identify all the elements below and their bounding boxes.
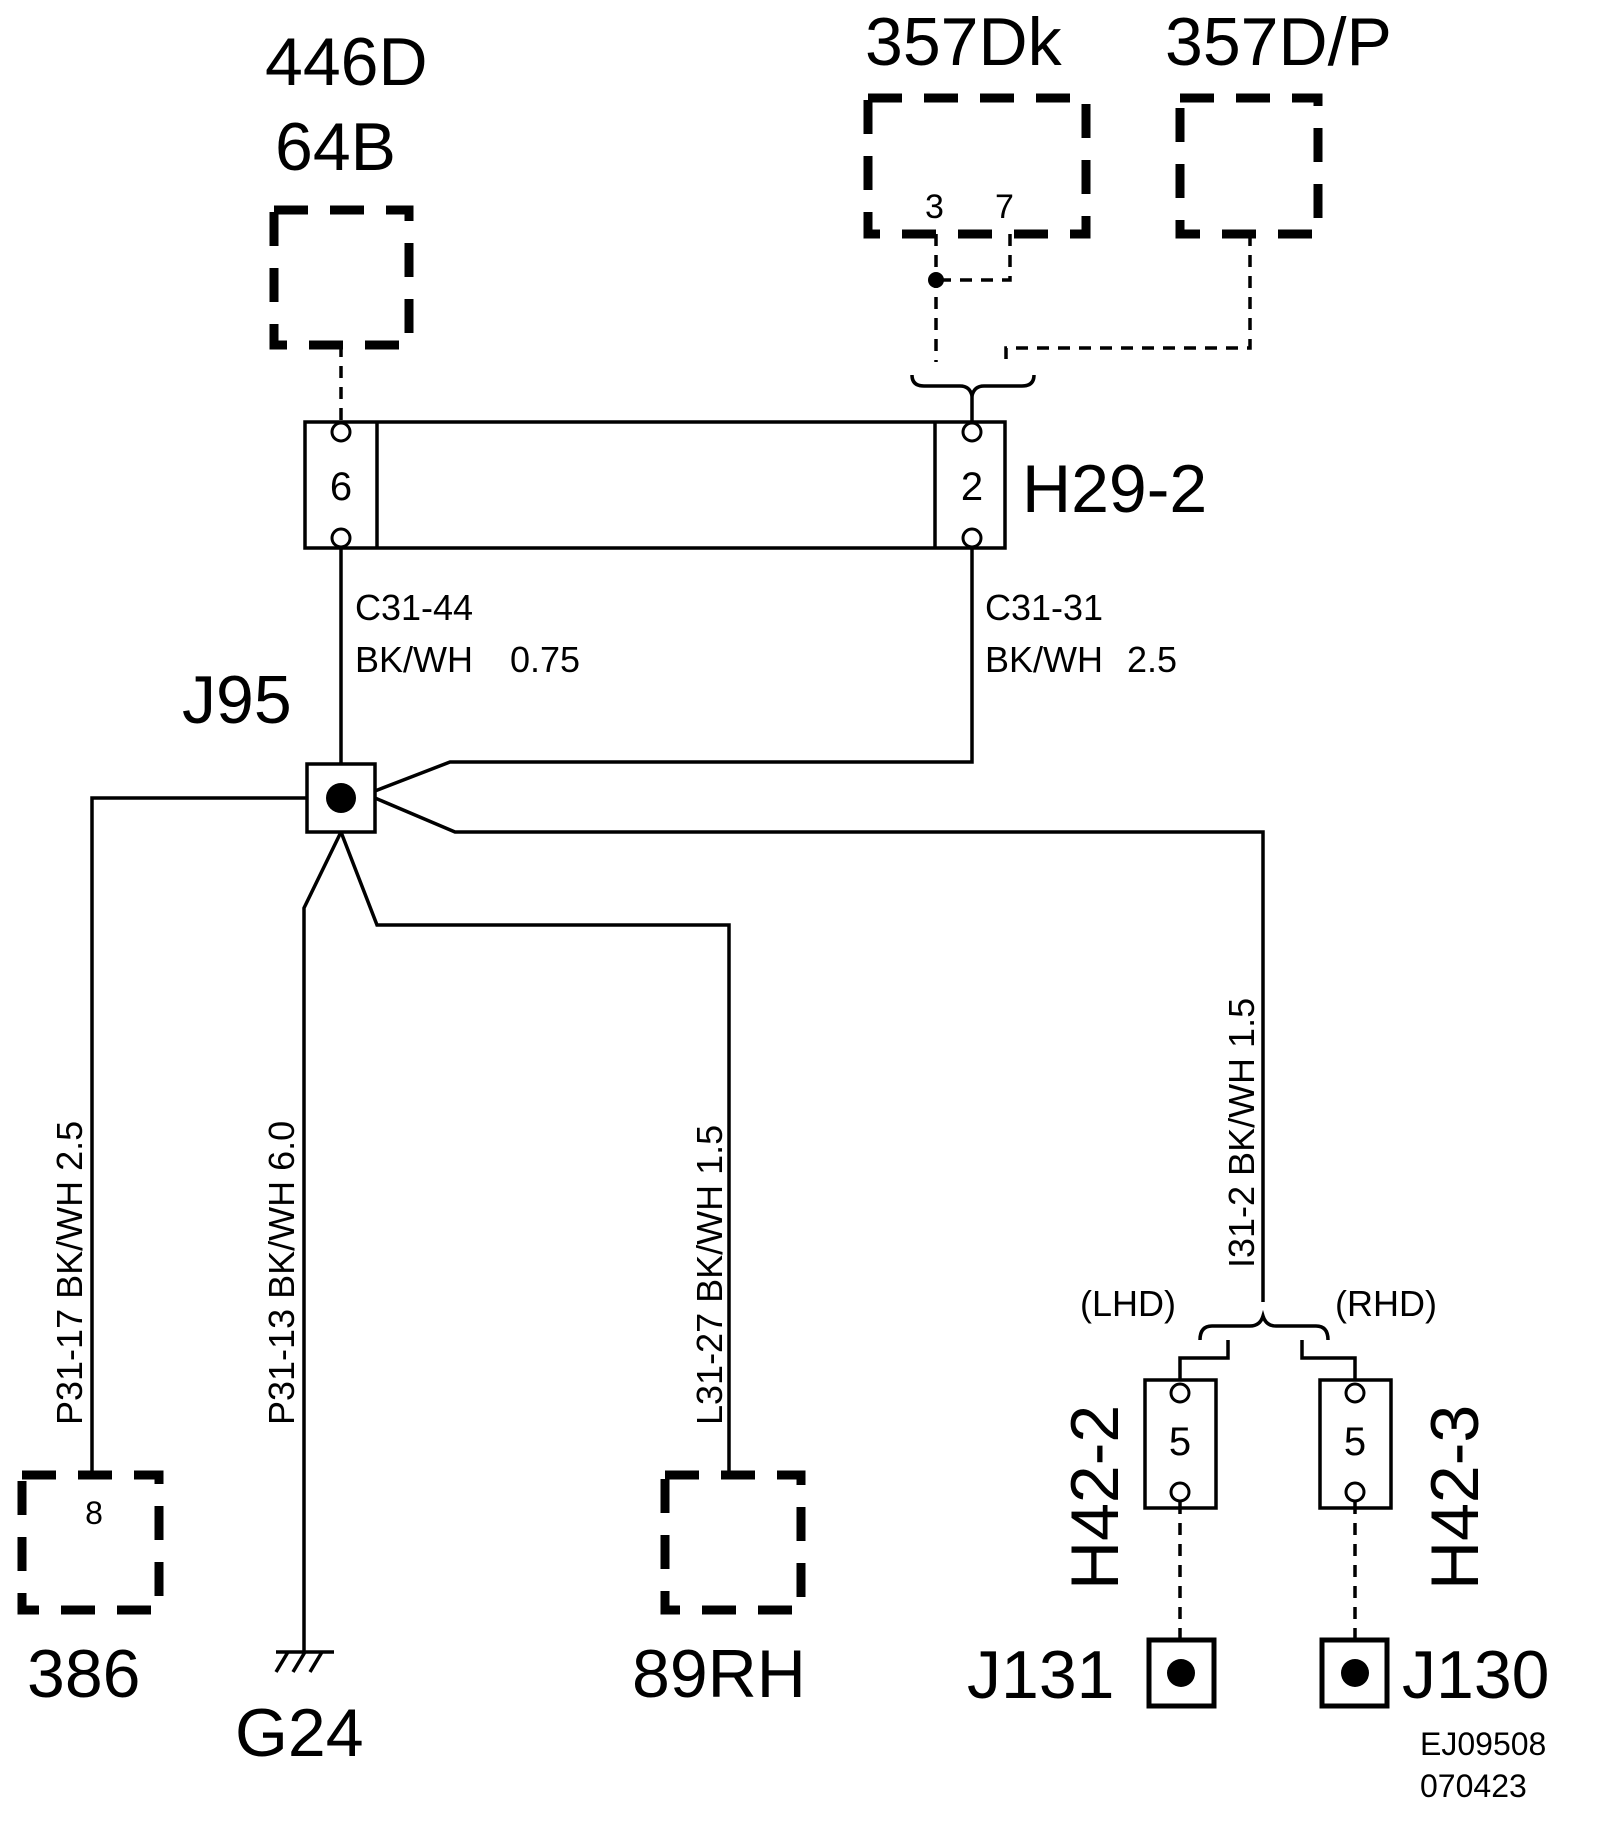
component-89rh-box [660,1470,806,1615]
wire-357dk-pin7 [936,234,1012,282]
joint-j95-dot [326,783,356,813]
connector-h42-2-pin-5: 5 [1169,1420,1191,1464]
component-446d-box [269,205,414,350]
component-357dp-box [1175,93,1323,239]
component-357dp-label: 357D/P [1165,4,1392,80]
option-brace-lhd-rhd [1198,1309,1330,1341]
connector-h42-3-pin-5: 5 [1344,1420,1366,1464]
joint-j130-dot [1341,1659,1369,1687]
connector-h42-3-pin-bottom [1344,1481,1366,1503]
option-lhd-label: (LHD) [1080,1283,1176,1324]
component-89rh: 89RH [632,1470,806,1712]
wire-c31-31-spec: BK/WH [985,639,1103,680]
wire-p31-13 [302,831,343,1652]
component-357dk-pin-7: 7 [995,188,1014,226]
connector-h29-2-pin-2: 2 [961,465,983,509]
wire-p31-17-label: P31-17 BK/WH 2.5 [49,1121,90,1425]
joint-j131: J131 [967,1637,1217,1713]
joint-j131-label: J131 [967,1637,1114,1713]
ground-g24-label: G24 [235,1695,364,1771]
component-357dk-label: 357Dk [865,4,1063,80]
connector-h29-2-pin2-top [961,421,983,443]
connector-h42-2: 5 H42-2 [1057,1378,1218,1590]
wire-c31-44-size: 0.75 [510,639,580,680]
connector-h42-3-label: H42-3 [1417,1405,1493,1590]
diagram-reference-date: 070423 [1420,1768,1527,1804]
wire-c31-31-size: 2.5 [1127,639,1177,680]
joint-j95-label: J95 [182,662,292,738]
wire-i31-2-label: I31-2 BK/WH 1.5 [1221,998,1262,1268]
wire-lhd-branch [1178,1340,1230,1386]
connector-h29-2: 6 2 H29-2 [303,420,1207,550]
joint-j131-dot [1167,1659,1195,1687]
wire-p31-13-label: P31-13 BK/WH 6.0 [261,1121,302,1425]
option-rhd-label: (RHD) [1335,1283,1437,1324]
connector-h29-2-label: H29-2 [1022,451,1207,527]
component-446d-sublabel: 64B [275,109,396,185]
component-446d-label: 446D [265,24,428,100]
diagram-reference-code: EJ09508 [1420,1726,1546,1762]
component-357dp: 357D/P [1165,4,1392,239]
wire-rhd-branch [1300,1340,1357,1386]
wire-c31-44-spec: BK/WH [355,639,473,680]
connector-h29-2-pin6-top [330,421,352,443]
joint-j95: J95 [182,662,377,834]
splice-dot-357dk [928,272,944,288]
joint-j131-box [1146,1637,1217,1709]
ground-symbol-tick-1 [274,1651,290,1673]
component-386-label: 386 [27,1636,140,1712]
wire-c31-31 [374,547,974,793]
component-446d: 446D 64B [265,24,428,350]
connector-h29-2-body [303,420,1007,550]
component-386: 8 386 [17,1470,164,1712]
connector-h42-2-pin-bottom [1169,1481,1191,1503]
component-89rh-label: 89RH [632,1636,806,1712]
wire-i31-2 [374,796,1265,1302]
connector-h29-2-pin6-bottom [330,527,352,549]
joint-j130: J130 [1319,1637,1549,1713]
component-386-pin-8: 8 [85,1495,103,1531]
connector-h42-3: 5 H42-3 [1318,1378,1493,1590]
connector-h42-2-pin-top [1169,1382,1191,1404]
component-386-box [17,1470,164,1615]
ground-symbol-tick-2 [291,1651,307,1673]
connector-h29-2-pin-6: 6 [330,465,352,509]
wire-l31-27-label: L31-27 BK/WH 1.5 [689,1125,730,1425]
component-357dk: 357Dk 3 7 [863,4,1091,239]
option-brace-357d [910,374,1036,397]
joint-j130-label: J130 [1402,1637,1549,1713]
ground-g24: G24 [235,1650,364,1771]
connector-h42-3-pin-top [1344,1382,1366,1404]
wire-c31-44-circuit: C31-44 [355,587,473,628]
connector-h29-2-pin2-bottom [961,527,983,549]
wire-l31-27 [339,831,731,1475]
wire-c31-31-circuit: C31-31 [985,587,1103,628]
component-357dk-box [863,93,1091,239]
connector-h42-2-label: H42-2 [1057,1405,1133,1590]
wire-p31-17 [90,796,307,1475]
component-357dk-pin-3: 3 [925,188,944,226]
wire-357dp [1004,234,1252,366]
ground-symbol-tick-3 [308,1651,324,1673]
